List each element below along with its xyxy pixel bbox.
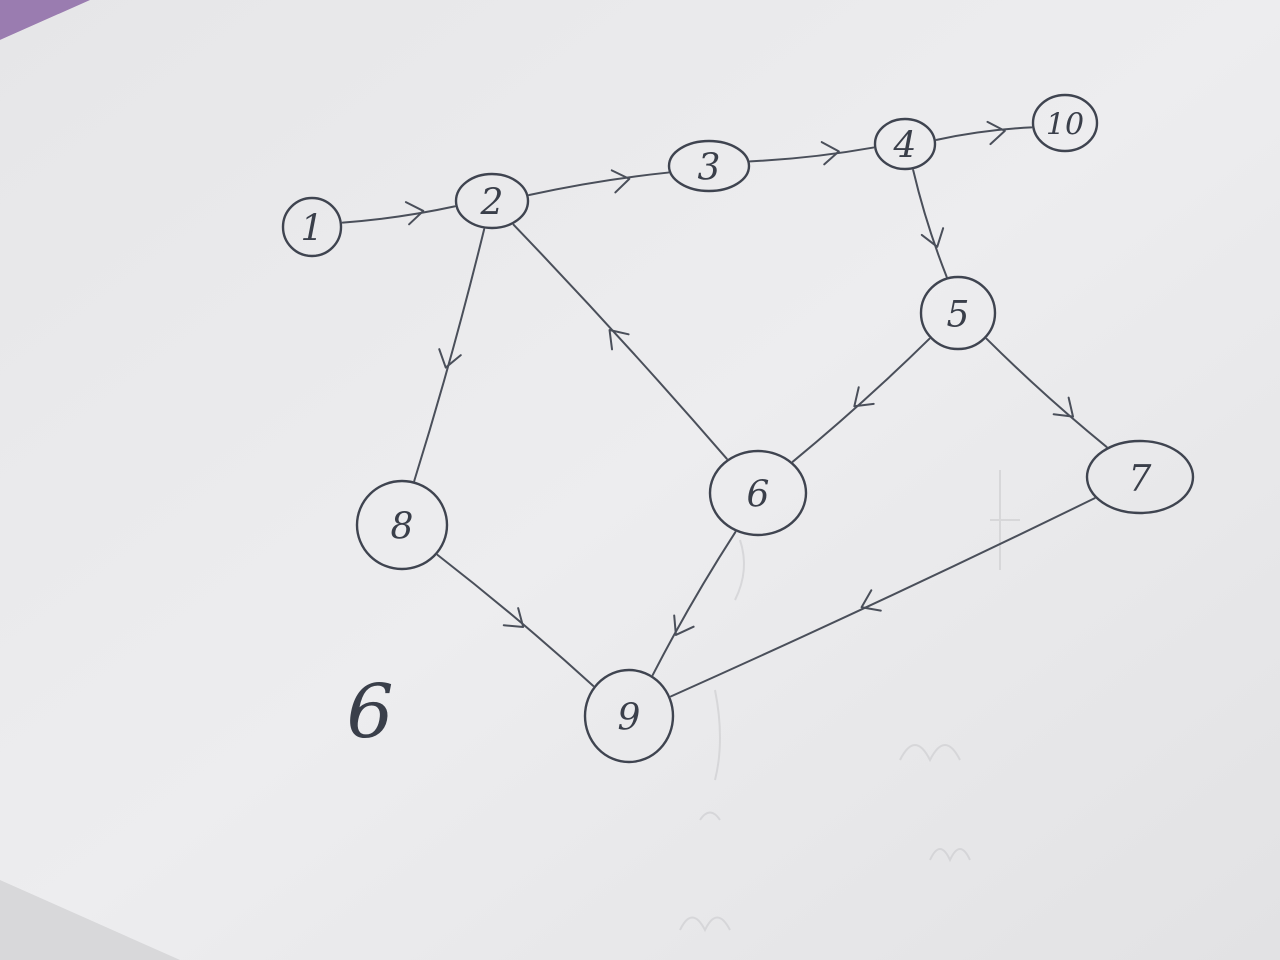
node-4: 4 <box>873 117 937 171</box>
node-6-circle <box>708 449 808 537</box>
edge-4-to-5 <box>912 169 948 278</box>
edge-4-to-10 <box>935 126 1033 141</box>
node-2-circle <box>454 172 530 230</box>
edge-8-to-9 <box>436 553 595 687</box>
edge-6-to-9 <box>651 531 737 676</box>
node-3: 3 <box>667 139 751 193</box>
edge-2-to-3 <box>528 171 670 197</box>
node-1-label: 1 <box>301 209 324 250</box>
node-3-circle <box>667 139 751 193</box>
node-10: 10 <box>1031 93 1099 153</box>
node-9-label: 9 <box>618 698 641 739</box>
node-8: 8 <box>355 479 449 571</box>
edge-6-to-2 <box>512 223 728 460</box>
node-4-label: 4 <box>893 126 917 167</box>
node-1-circle <box>281 196 343 258</box>
node-7-circle <box>1085 439 1195 515</box>
arrowhead-5-to-6 <box>853 386 875 408</box>
edge-1-to-2 <box>341 205 456 224</box>
node-6-label: 6 <box>747 475 770 516</box>
arrowhead-2-to-3 <box>610 169 631 194</box>
nodes-layer: 1 2 3 4 10 5 6 7 8 9 <box>281 93 1195 764</box>
edge-7-to-9 <box>669 497 1096 698</box>
node-7-label: 7 <box>1129 459 1152 500</box>
node-5-circle <box>919 275 997 351</box>
edge-5-to-7 <box>985 337 1108 448</box>
node-9: 9 <box>583 668 675 764</box>
annotation-six: 6 <box>346 669 393 755</box>
node-10-label: 10 <box>1046 108 1084 143</box>
arrowhead-8-to-9 <box>502 607 525 628</box>
faint-show-through <box>679 470 1020 933</box>
node-1: 1 <box>281 196 343 258</box>
paper-shadow <box>0 880 180 960</box>
node-3-label: 3 <box>698 148 721 189</box>
node-9-circle <box>583 668 675 764</box>
node-5: 5 <box>919 275 997 351</box>
node-2: 2 <box>454 172 530 230</box>
node-10-circle <box>1031 93 1099 153</box>
arrowhead-7-to-9 <box>860 589 882 612</box>
node-2-label: 2 <box>480 183 504 224</box>
arrowhead-4-to-5 <box>920 227 945 248</box>
arrowhead-5-to-7 <box>1052 396 1075 418</box>
arrowhead-1-to-2 <box>404 201 425 226</box>
node-8-label: 8 <box>391 507 414 548</box>
node-5-label: 5 <box>947 295 970 336</box>
edge-3-to-4 <box>749 146 875 163</box>
arrowhead-4-to-10 <box>986 120 1006 146</box>
node-7: 7 <box>1085 439 1195 515</box>
edge-2-to-8 <box>413 228 486 482</box>
node-4-circle <box>873 117 937 171</box>
arrowhead-2-to-8 <box>438 348 462 369</box>
node-6: 6 <box>708 449 808 537</box>
arrowhead-6-to-9 <box>673 614 695 636</box>
arrowhead-3-to-4 <box>820 141 840 166</box>
edge-5-to-6 <box>791 337 931 463</box>
node-8-circle <box>355 479 449 571</box>
edges-layer <box>341 120 1108 698</box>
arrowhead-6-to-2 <box>608 329 630 351</box>
